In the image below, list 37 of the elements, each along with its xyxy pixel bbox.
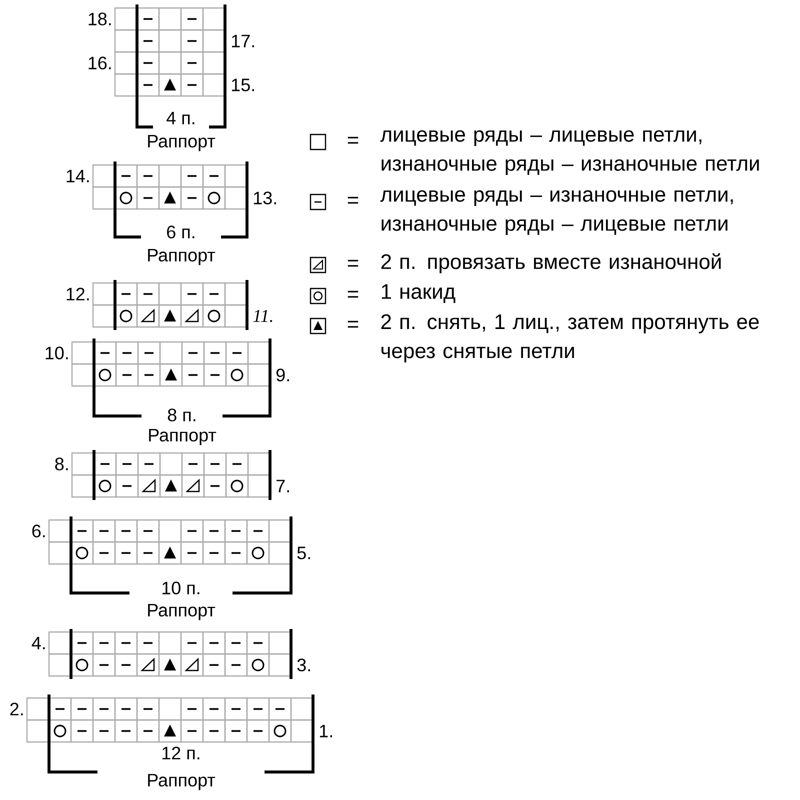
stitch-count: 4 п. <box>166 112 194 124</box>
row-number: 4. <box>32 636 45 650</box>
stitch-count: 6 п. <box>167 226 194 238</box>
equals-sign: = <box>348 196 358 204</box>
row-number: 3. <box>297 658 310 672</box>
row-number: 6. <box>32 524 45 538</box>
row-number: 15. <box>232 78 254 92</box>
row-number: 10. <box>46 346 68 360</box>
repeat-label: Раппорт <box>148 134 216 152</box>
legend-text: 1 накид <box>382 284 456 303</box>
row-number: 16. <box>88 56 111 70</box>
row-number: 5. <box>297 546 310 560</box>
row-number: 12. <box>66 288 89 300</box>
row-number: 7. <box>276 480 289 492</box>
repeat-label: Раппорт <box>148 248 216 266</box>
equals-sign: = <box>348 320 358 328</box>
row-number: 13. <box>254 192 276 204</box>
equals-sign: = <box>348 290 358 298</box>
repeat-label: Раппорт <box>149 428 216 446</box>
row-number: 11. <box>253 310 272 322</box>
row-number: 14. <box>66 170 89 182</box>
row-number: 18. <box>88 12 111 26</box>
row-number: 8. <box>55 458 68 470</box>
legend-text: лицевые ряды – изнаночные петли, изнаночные ряды – лицевые петли <box>380 190 733 236</box>
repeat-label: Раппорт <box>148 604 216 620</box>
row-number: 2. <box>10 702 23 716</box>
row-number: 1. <box>320 724 332 738</box>
legend-text: 2 п. снять, 1 лиц., затем протянуть ее через снятые петли <box>381 314 759 362</box>
stitch-count: 8 п. <box>168 408 196 422</box>
stitch-count: 12 п. <box>162 746 200 760</box>
equals-sign: = <box>348 136 358 144</box>
legend-text: 2 п. провязать вместе изнаночной <box>381 253 721 274</box>
row-number: 9. <box>276 368 289 382</box>
equals-sign: = <box>348 260 358 267</box>
stitch-count: 10 п. <box>162 582 200 594</box>
row-number: 17. <box>232 34 254 48</box>
repeat-label: Раппорт <box>148 774 216 790</box>
